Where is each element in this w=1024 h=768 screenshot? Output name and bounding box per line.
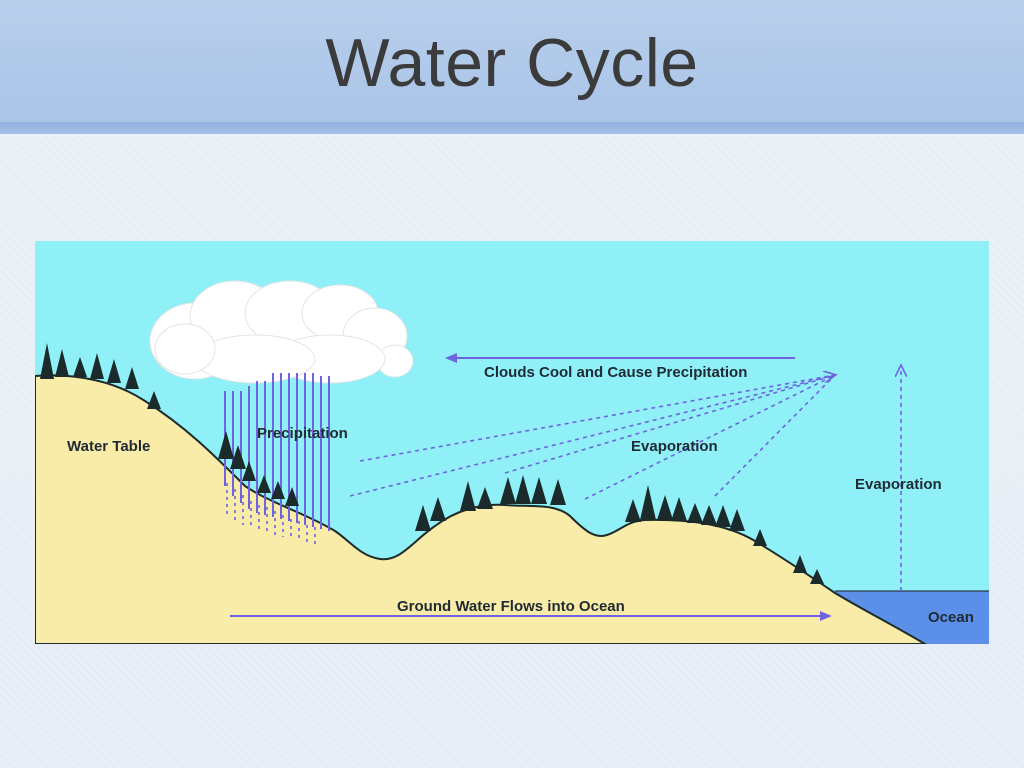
cloud bbox=[149, 280, 414, 384]
slide-title: Water Cycle bbox=[325, 25, 699, 101]
diagram-canvas: Water Table Precipitation Clouds Cool an… bbox=[35, 241, 989, 644]
label-clouds-cool: Clouds Cool and Cause Precipitation bbox=[484, 364, 747, 381]
water-cycle-diagram: Water Table Precipitation Clouds Cool an… bbox=[35, 241, 989, 644]
evaporation-land-arrows bbox=[349, 375, 835, 500]
label-precipitation: Precipitation bbox=[257, 425, 348, 442]
land bbox=[35, 374, 927, 644]
title-bar-border bbox=[0, 122, 1024, 134]
trees bbox=[40, 343, 824, 584]
rain-streaks bbox=[224, 373, 330, 531]
title-bar bbox=[0, 0, 1024, 126]
label-evaporation-land: Evaporation bbox=[631, 438, 718, 455]
label-water-table: Water Table bbox=[67, 438, 150, 455]
label-evaporation-ocean: Evaporation bbox=[855, 476, 942, 493]
infiltration-dashes bbox=[226, 483, 316, 545]
label-ground-water: Ground Water Flows into Ocean bbox=[397, 598, 625, 615]
label-ocean: Ocean bbox=[928, 609, 974, 626]
